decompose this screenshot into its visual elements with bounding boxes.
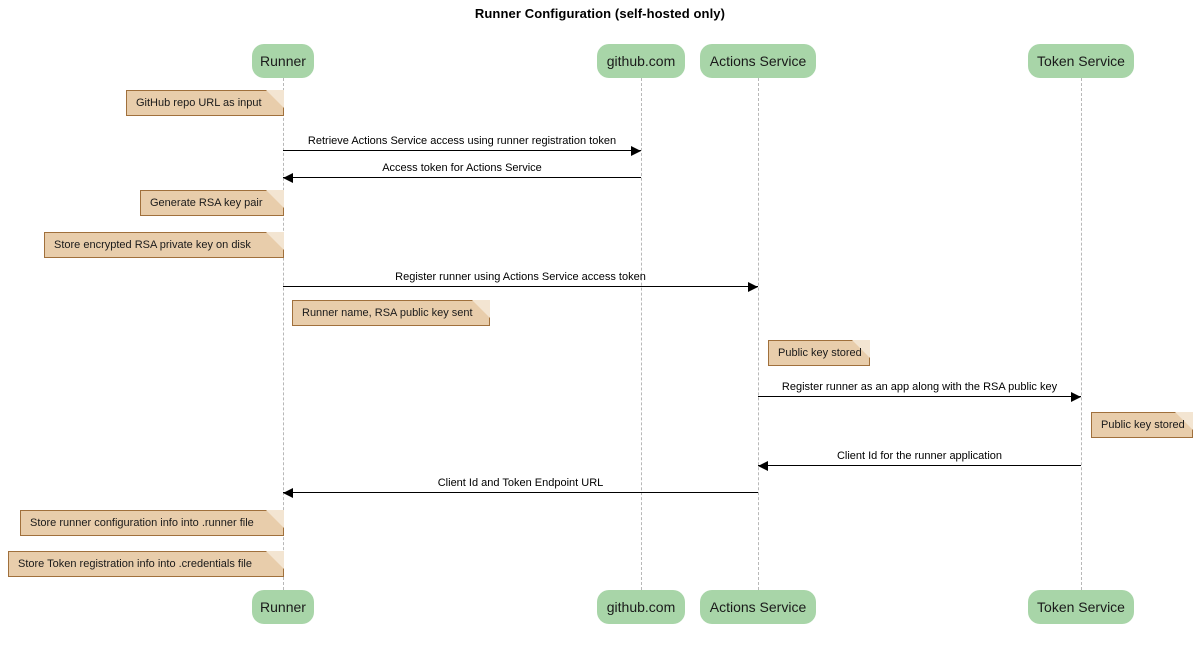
lifeline-runner [283, 78, 284, 590]
note-text: Public key stored [1101, 419, 1185, 431]
note-text: Store encrypted RSA private key on disk [54, 239, 251, 251]
message-line-msg-5 [758, 465, 1081, 466]
participant-label: Token Service [1037, 53, 1125, 69]
message-line-msg-2 [283, 177, 641, 178]
note-text: Public key stored [778, 347, 862, 359]
note-note-5: Public key stored [768, 340, 870, 366]
participant-actions-bottom[interactable]: Actions Service [700, 590, 816, 624]
note-note-3: Store encrypted RSA private key on disk [44, 232, 284, 258]
message-label-msg-2: Access token for Actions Service [382, 162, 542, 174]
note-note-1: GitHub repo URL as input [126, 90, 284, 116]
note-text: Runner name, RSA public key sent [302, 307, 473, 319]
note-text: GitHub repo URL as input [136, 97, 262, 109]
message-label-msg-4: Register runner as an app along with the… [781, 381, 1058, 393]
participant-label: github.com [606, 599, 676, 615]
lifeline-github [641, 78, 642, 590]
arrowhead-left-icon [283, 173, 293, 183]
participant-label: github.com [606, 53, 676, 69]
participant-github-bottom[interactable]: github.com [597, 590, 685, 624]
lifeline-token [1081, 78, 1082, 590]
message-line-msg-1 [283, 150, 641, 151]
message-line-msg-6 [283, 492, 758, 493]
note-note-7: Store runner configuration info into .ru… [20, 510, 284, 536]
note-note-4: Runner name, RSA public key sent [292, 300, 490, 326]
participant-runner-top[interactable]: Runner [252, 44, 314, 78]
note-text: Store Token registration info into .cred… [18, 558, 252, 570]
participant-token-bottom[interactable]: Token Service [1028, 590, 1134, 624]
lifeline-actions [758, 78, 759, 590]
page-title: Runner Configuration (self-hosted only) [474, 6, 726, 21]
message-line-msg-4 [758, 396, 1081, 397]
message-label-msg-3: Register runner using Actions Service ac… [395, 271, 646, 283]
participant-token-top[interactable]: Token Service [1028, 44, 1134, 78]
participant-runner-bottom[interactable]: Runner [252, 590, 314, 624]
note-text: Store runner configuration info into .ru… [30, 517, 254, 529]
arrowhead-left-icon [283, 488, 293, 498]
note-note-8: Store Token registration info into .cred… [8, 551, 284, 577]
note-text: Generate RSA key pair [150, 197, 263, 209]
note-note-2: Generate RSA key pair [140, 190, 284, 216]
participant-label: Runner [260, 599, 306, 615]
arrowhead-right-icon [631, 146, 641, 156]
arrowhead-right-icon [748, 282, 758, 292]
message-line-msg-3 [283, 286, 758, 287]
message-label-msg-5: Client Id for the runner application [836, 450, 1003, 462]
message-label-msg-6: Client Id and Token Endpoint URL [437, 477, 604, 489]
participant-label: Actions Service [709, 599, 807, 615]
participant-github-top[interactable]: github.com [597, 44, 685, 78]
message-label-msg-1: Retrieve Actions Service access using ru… [307, 135, 617, 147]
participant-label: Actions Service [709, 53, 807, 69]
note-note-6: Public key stored [1091, 412, 1193, 438]
participant-label: Token Service [1037, 599, 1125, 615]
participant-actions-top[interactable]: Actions Service [700, 44, 816, 78]
arrowhead-left-icon [758, 461, 768, 471]
participant-label: Runner [260, 53, 306, 69]
arrowhead-right-icon [1071, 392, 1081, 402]
